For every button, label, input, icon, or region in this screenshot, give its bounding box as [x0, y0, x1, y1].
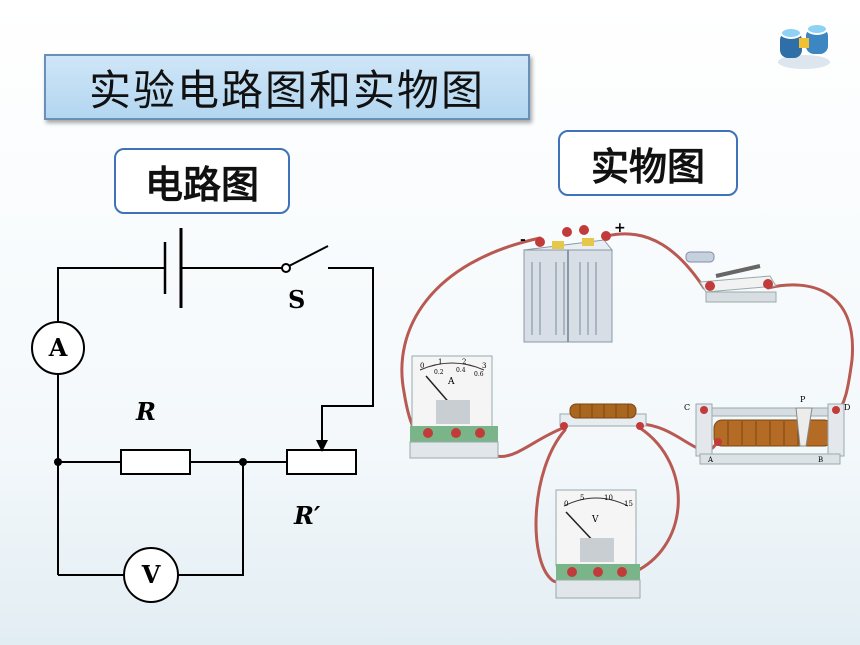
wire-resistor-to-voltmeter-right	[628, 426, 680, 576]
ammeter-scale-6: 0.6	[474, 371, 484, 378]
rheostat-terminal-A: A	[707, 456, 714, 464]
ammeter-scale-2: 2	[462, 358, 466, 366]
switch-pivot	[281, 263, 291, 273]
title-banner: 实验电路图和实物图	[44, 54, 530, 120]
rheostat-terminal-D: D	[844, 403, 850, 412]
voltmeter-scale-2: 10	[604, 494, 613, 502]
rheostat-terminal-B: B	[818, 456, 823, 464]
rheostat-terminal-C: C	[684, 403, 690, 412]
photo-label-box: 实物图	[558, 130, 738, 196]
ammeter-device	[409, 355, 499, 459]
rheostat-label: R′	[293, 501, 321, 530]
ammeter-scale-0: 0	[420, 362, 424, 370]
resistor-R	[120, 449, 191, 475]
ammeter-scale-5: 0.4	[456, 367, 466, 374]
rheostat-terminal-P: P	[800, 395, 806, 404]
switch-blade	[288, 245, 329, 267]
circuit-diagram: S A V R R′	[31, 228, 374, 603]
ammeter-letter: A	[447, 377, 455, 387]
ammeter-symbol	[31, 321, 85, 375]
knife-switch	[685, 251, 777, 303]
circuit-label: 电路图	[144, 162, 259, 207]
wire-rheostat-to-resistor	[638, 422, 720, 452]
wire-top-left	[57, 267, 165, 322]
battery-pack	[523, 225, 613, 343]
switch-label: S	[288, 285, 305, 314]
voltmeter-scale-3: 15	[624, 500, 633, 508]
wire-switch-to-rheostat	[766, 283, 854, 418]
page-title: 实验电路图和实物图	[88, 65, 485, 115]
ammeter-label: A	[48, 333, 68, 362]
wire-top-right	[321, 267, 374, 440]
junction-right	[239, 458, 247, 466]
voltmeter-scale-0: 0	[564, 500, 568, 508]
wire-volt-right	[178, 462, 244, 576]
binoculars-icon	[778, 23, 830, 69]
resistor-label: R	[135, 397, 156, 426]
voltmeter-device	[555, 489, 641, 599]
voltmeter-letter: V	[591, 515, 599, 525]
ammeter-scale-1: 1	[438, 358, 442, 366]
battery-minus-label: -	[520, 232, 526, 248]
ammeter-scale-3: 3	[482, 362, 486, 370]
ammeter-scale-4: 0.2	[434, 369, 444, 376]
slide-rheostat	[695, 403, 845, 465]
fixed-resistor	[559, 403, 647, 430]
voltmeter-label: V	[141, 560, 161, 589]
rheostat-slider-arrow	[316, 440, 328, 452]
battery-plus-label: +	[614, 220, 626, 236]
junction-left	[54, 458, 62, 466]
photo-label: 实物图	[590, 144, 705, 189]
circuit-label-box: 电路图	[114, 148, 290, 214]
wire-battery-to-switch	[605, 232, 706, 290]
voltmeter-scale-1: 5	[580, 494, 584, 502]
